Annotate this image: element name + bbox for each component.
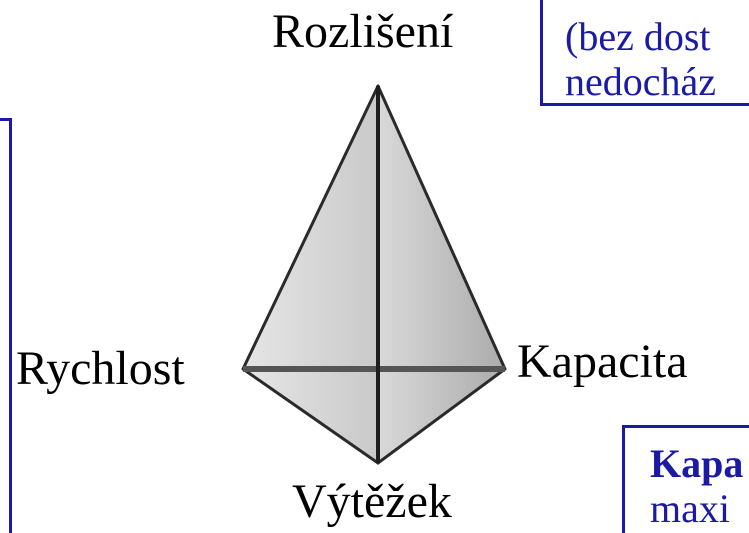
vertex-label-right: Kapacita <box>517 335 688 388</box>
bottom-right-note-line-2: maxi <box>650 486 730 531</box>
left-face <box>241 84 380 465</box>
vertex-label-top: Rozlišení <box>272 5 454 58</box>
vertex-label-bottom: Výtěžek <box>292 475 452 528</box>
top-right-note-line-1: (bez dost <box>565 14 711 59</box>
top-right-note-box: (bez dost nedocház <box>540 0 749 106</box>
vertex-label-left: Rychlost <box>16 342 185 395</box>
right-face <box>376 84 507 465</box>
bottom-right-note-line-1: Kapa <box>650 441 744 486</box>
top-right-note-line-2: nedocház <box>565 59 717 104</box>
bottom-right-note-box: Kapa maxi <box>622 425 749 533</box>
left-side-panel <box>0 118 12 533</box>
